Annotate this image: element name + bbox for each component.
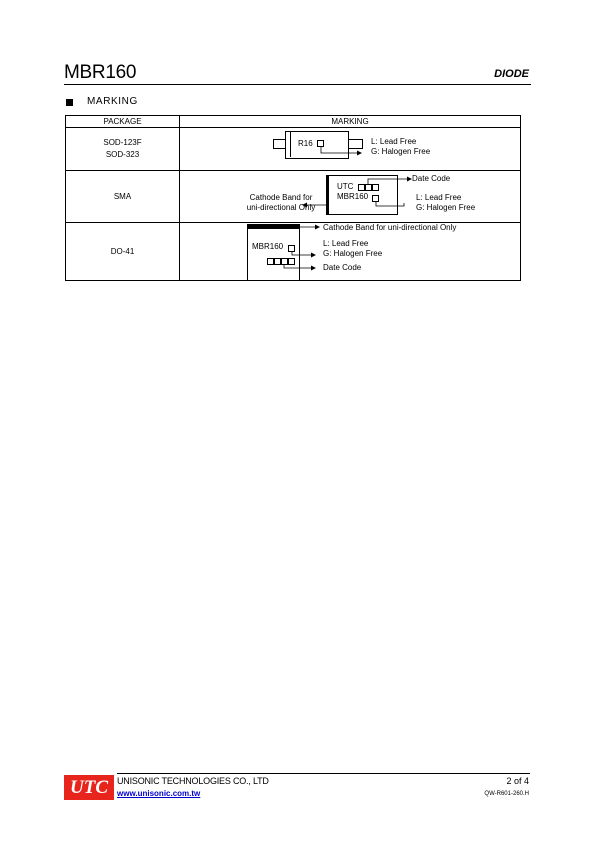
marking-code: R16 <box>298 139 313 148</box>
package-name: SOD-123F <box>103 138 142 147</box>
product-category: DIODE <box>494 68 529 80</box>
package-body <box>247 224 300 281</box>
marking-table: PACKAGE MARKING SOD-123F SOD-323 R16 L: … <box>65 115 521 281</box>
marking-line-2: MBR160 <box>337 192 369 201</box>
package-cell: SMA <box>65 170 180 223</box>
table-header-row: PACKAGE MARKING <box>65 115 521 128</box>
marking-cell: Cathode Band for uni-directional Only MB… <box>179 222 521 281</box>
cathode-band-note: Cathode Band for <box>249 193 313 202</box>
date-code-box <box>281 258 288 265</box>
cathode-band-note: uni-directional Only <box>246 203 316 212</box>
header-divider <box>64 84 531 85</box>
connector-lines <box>320 147 362 156</box>
company-name: UNISONIC TECHNOLOGIES CO., LTD <box>117 776 269 786</box>
document-number: QW-R601-260.H <box>484 791 529 797</box>
halogen-free-note: G: Halogen Free <box>371 147 431 156</box>
website-link[interactable]: www.unisonic.com.tw <box>117 789 201 798</box>
part-number: MBR160 <box>64 62 137 83</box>
marking-line-1: MBR160 <box>252 242 284 251</box>
lead-free-note: L: Lead Free <box>371 137 417 146</box>
marking-cell: UTC MBR160 Date Code Cathode Band for un… <box>179 170 521 223</box>
header-package: PACKAGE <box>65 115 180 128</box>
lead-free-box <box>317 140 324 147</box>
package-name: DO-41 <box>110 246 135 256</box>
lead-free-note: L: Lead Free <box>416 193 462 202</box>
date-code-box <box>365 184 372 191</box>
package-body <box>326 175 398 215</box>
package-name: SMA <box>113 191 132 201</box>
utc-logo <box>64 775 114 800</box>
page-number: 2 of 4 <box>506 776 529 786</box>
package-cell: DO-41 <box>65 222 180 281</box>
marking-line-1: UTC <box>337 182 354 191</box>
date-code-box <box>274 258 281 265</box>
date-code-box <box>372 184 379 191</box>
marking-cell: R16 L: Lead Free G: Halogen Free <box>179 127 521 171</box>
date-code-label: Date Code <box>323 263 362 272</box>
halogen-free-note: G: Halogen Free <box>323 249 383 258</box>
lead-free-box <box>288 245 295 252</box>
connector-lines <box>302 176 412 208</box>
table-row: SMA UTC MBR160 Date Code Cathode Band fo… <box>65 170 521 223</box>
utc-logo-text: UTC <box>70 777 108 798</box>
lead-free-box <box>372 195 379 202</box>
connector-lines <box>283 224 320 271</box>
date-code-label: Date Code <box>412 174 451 183</box>
package-cell: SOD-123F SOD-323 <box>65 127 180 171</box>
header-marking: MARKING <box>179 115 521 128</box>
package-name: SOD-323 <box>105 150 140 159</box>
date-code-box <box>288 258 295 265</box>
lead-free-note: L: Lead Free <box>323 239 369 248</box>
footer-divider <box>117 773 530 774</box>
table-row: DO-41 Cathode Band for uni-directional O… <box>65 222 521 281</box>
cathode-band <box>290 131 291 157</box>
section-title: MARKING <box>87 96 138 107</box>
section-bullet-icon <box>66 99 73 106</box>
halogen-free-note: G: Halogen Free <box>416 203 476 212</box>
cathode-band-note: Cathode Band for uni-directional Only <box>323 223 457 232</box>
table-row: SOD-123F SOD-323 R16 L: Lead Free G: Hal… <box>65 127 521 171</box>
date-code-box <box>267 258 274 265</box>
date-code-box <box>358 184 365 191</box>
